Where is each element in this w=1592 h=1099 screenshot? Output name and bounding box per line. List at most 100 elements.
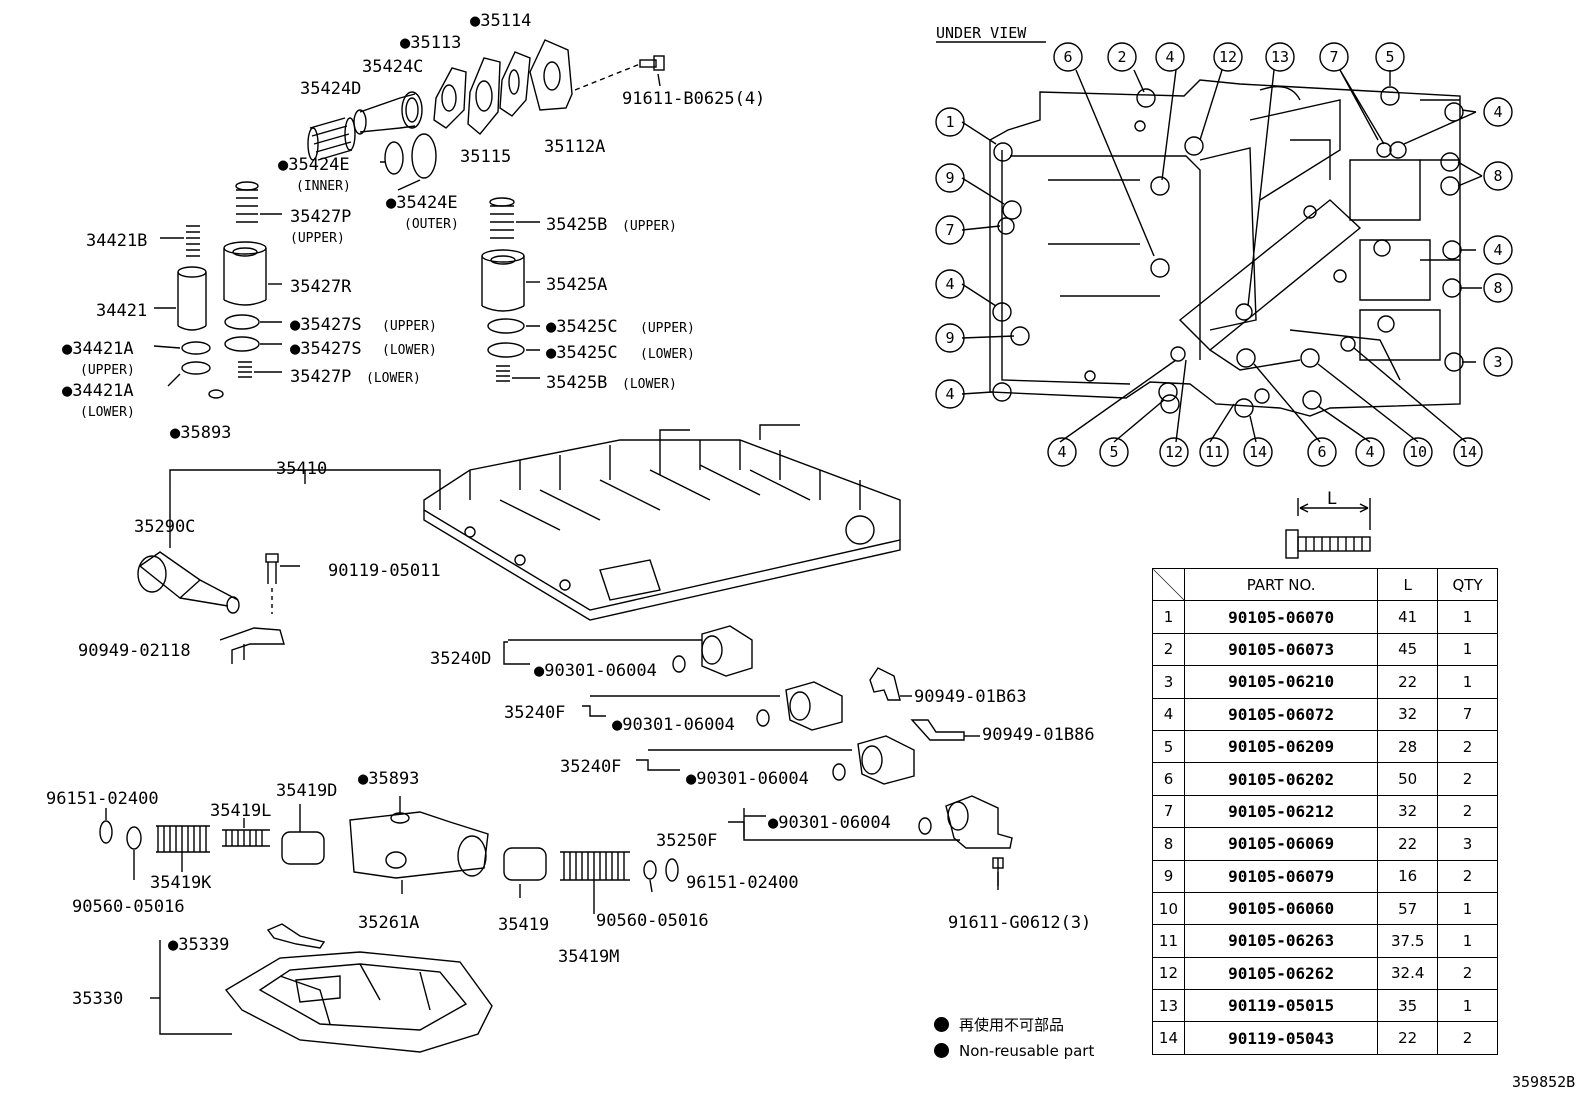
row-qty: 2 [1437, 762, 1498, 796]
callout-13: 13 [1271, 48, 1289, 66]
row-qty: 1 [1437, 891, 1498, 926]
header-qty: QTY [1437, 567, 1498, 602]
callout-14: 14 [1249, 443, 1267, 461]
label-35240d: 35240D [430, 649, 491, 669]
row-qty: 1 [1437, 665, 1498, 699]
diagram-reference-code: 359852B [1512, 1073, 1576, 1091]
callout-4d: 4 [1493, 103, 1502, 121]
callout-5b: 5 [1109, 443, 1118, 461]
row-part-no: 90105-06262 [1183, 956, 1379, 991]
solenoid-35250f [728, 795, 1013, 890]
row-index: 1 [1152, 600, 1185, 634]
label-91611-g0612: 91611-G0612(3) [948, 913, 1091, 933]
label-35425b-lower-note: (LOWER) [622, 377, 677, 392]
label-90560-05016-right: 90560-05016 [596, 911, 709, 931]
label-35419l: 35419L [210, 801, 271, 821]
callout-12b: 12 [1165, 443, 1183, 461]
row-index: 4 [1152, 697, 1185, 731]
label-35425b-lower: 35425B [546, 373, 607, 393]
label-35112a: 35112A [544, 137, 605, 157]
oil-strainer-35330 [150, 923, 493, 1053]
label-35250f: 35250F [656, 831, 717, 851]
label-35425b-upper-note: (UPPER) [622, 219, 677, 234]
row-index: 2 [1152, 632, 1185, 667]
label-35424e-inner-note: (INNER) [296, 179, 351, 194]
row-length: 37.5 [1377, 924, 1439, 958]
label-35115: 35115 [460, 147, 511, 167]
callout-4g: 4 [1365, 443, 1374, 461]
label-35339: ●35339 [168, 935, 229, 955]
row-part-no: 90105-06263 [1183, 924, 1379, 958]
row-part-no: 90105-06070 [1183, 600, 1379, 634]
under-view-title: UNDER VIEW [936, 24, 1027, 42]
label-35240f-b: 35240F [560, 757, 621, 777]
callout-8b: 8 [1493, 279, 1502, 297]
piston-35424c [353, 91, 423, 135]
callout-4e: 4 [1493, 241, 1502, 259]
row-part-no: 90105-06072 [1183, 697, 1379, 731]
piston-34421 [177, 266, 207, 331]
row-length: 16 [1377, 859, 1439, 893]
callout-4f: 4 [1057, 443, 1066, 461]
row-index: 7 [1152, 794, 1185, 829]
valve-body-35410-drawing [169, 424, 901, 621]
header-part-no: PART NO. [1183, 567, 1379, 602]
callout-1: 1 [945, 113, 954, 131]
callout-3: 3 [1493, 353, 1502, 371]
label-35261a: 35261A [358, 913, 419, 933]
label-90301-c: ●90301-06004 [686, 769, 809, 789]
label-90119-05011: 90119-05011 [328, 561, 441, 581]
cover-35112a [529, 39, 573, 111]
label-35427p-upper: 35427P [290, 207, 351, 227]
row-part-no: 90105-06060 [1183, 891, 1379, 926]
row-length: 41 [1377, 600, 1439, 634]
piston-35427r [223, 241, 267, 306]
label-90949-01b63: 90949-01B63 [914, 687, 1027, 707]
label-34421a-upper: ●34421A [62, 339, 134, 359]
row-length: 22 [1377, 1021, 1439, 1055]
row-index: 14 [1152, 1021, 1185, 1055]
legend-item-jp: 再使用不可部品 [934, 1012, 1094, 1038]
row-length: 32 [1377, 697, 1439, 731]
label-35427s-upper: ●35427S [290, 315, 362, 335]
spring-34421b [186, 225, 200, 257]
callout-12: 12 [1219, 48, 1237, 66]
row-index: 8 [1152, 827, 1185, 861]
callout-10: 10 [1409, 443, 1427, 461]
row-part-no: 90105-06069 [1183, 827, 1379, 861]
label-35893-top: ●35893 [170, 423, 231, 443]
label-90301-a: ●90301-06004 [534, 661, 657, 681]
row-index: 13 [1152, 989, 1185, 1023]
legend-en-text: Non-reusable part [959, 1042, 1095, 1060]
row-length: 28 [1377, 729, 1439, 764]
row-part-no: 90119-05043 [1183, 1021, 1379, 1055]
row-part-no: 90105-06079 [1183, 859, 1379, 893]
label-35425c-upper-note: (UPPER) [640, 321, 695, 336]
row-part-no: 90105-06212 [1183, 794, 1379, 829]
row-part-no: 90105-06209 [1183, 729, 1379, 764]
label-34421a-upper-note: (UPPER) [80, 363, 135, 378]
row-qty: 2 [1437, 859, 1498, 893]
row-part-no: 90119-05015 [1183, 989, 1379, 1023]
solenoid-35290c [137, 520, 240, 614]
bolt-91611-b0625 [639, 55, 665, 71]
label-35427p-lower-note: (LOWER) [366, 371, 421, 386]
row-part-no: 90105-06073 [1183, 632, 1379, 667]
callout-14b: 14 [1459, 443, 1477, 461]
table-corner-cell [1152, 567, 1185, 602]
accumulator-assembly-drawings [153, 39, 665, 399]
row-index: 9 [1152, 859, 1185, 893]
row-index: 3 [1152, 665, 1185, 699]
label-34421: 34421 [96, 301, 147, 321]
label-35427p-lower: 35427P [290, 367, 351, 387]
label-35410: 35410 [276, 459, 327, 479]
callout-9: 9 [945, 169, 954, 187]
row-length: 45 [1377, 632, 1439, 667]
